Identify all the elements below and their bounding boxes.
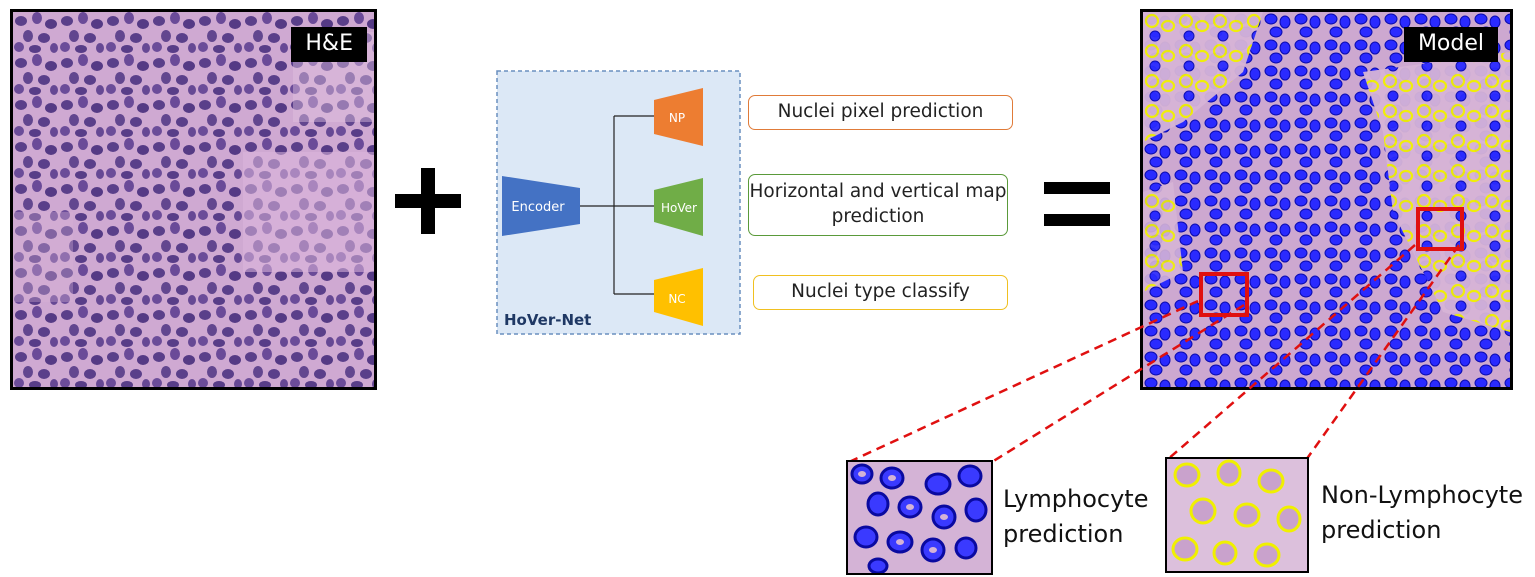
lymphocyte-caption: Lymphocyte prediction [1003,485,1149,548]
network-label: HoVer-Net [504,311,591,329]
equals-sign [1044,182,1110,226]
he-label: H&E [291,27,367,62]
hover-decoder-block [654,178,703,236]
encoder-label: Encoder [511,200,565,215]
model-output-panel: Model [1140,9,1513,390]
non-lymphocyte-caption: Non-Lymphocyte prediction [1321,481,1523,544]
hover-net-diagram: Encoder NP HoVer NC HoVer-Net [496,70,741,335]
non-lymphocyte-zoom-box [1416,207,1464,251]
non-lymphocyte-zoom-image [1167,459,1307,571]
hover-label: HoVer [661,201,697,215]
np-decoder-block [654,88,703,146]
plus-sign [395,168,461,234]
encoder-block [502,176,580,236]
output-nuclei-pixel: Nuclei pixel prediction [748,95,1013,130]
model-label: Model [1403,27,1498,62]
he-tissue-image [13,12,374,387]
nc-label: NC [668,292,685,306]
lymphocyte-zoom-image [848,462,991,573]
np-label: NP [669,111,685,125]
he-tissue-panel: H&E [10,9,377,390]
lymphocyte-zoom-inset [846,460,993,575]
output-hover-map: Horizontal and vertical map prediction [748,174,1008,236]
lymphocyte-zoom-box [1199,272,1249,317]
non-lymphocyte-zoom-inset [1165,457,1309,573]
model-output-image [1143,12,1510,387]
output-nuclei-type: Nuclei type classify [753,275,1008,310]
nc-decoder-block [654,268,703,326]
